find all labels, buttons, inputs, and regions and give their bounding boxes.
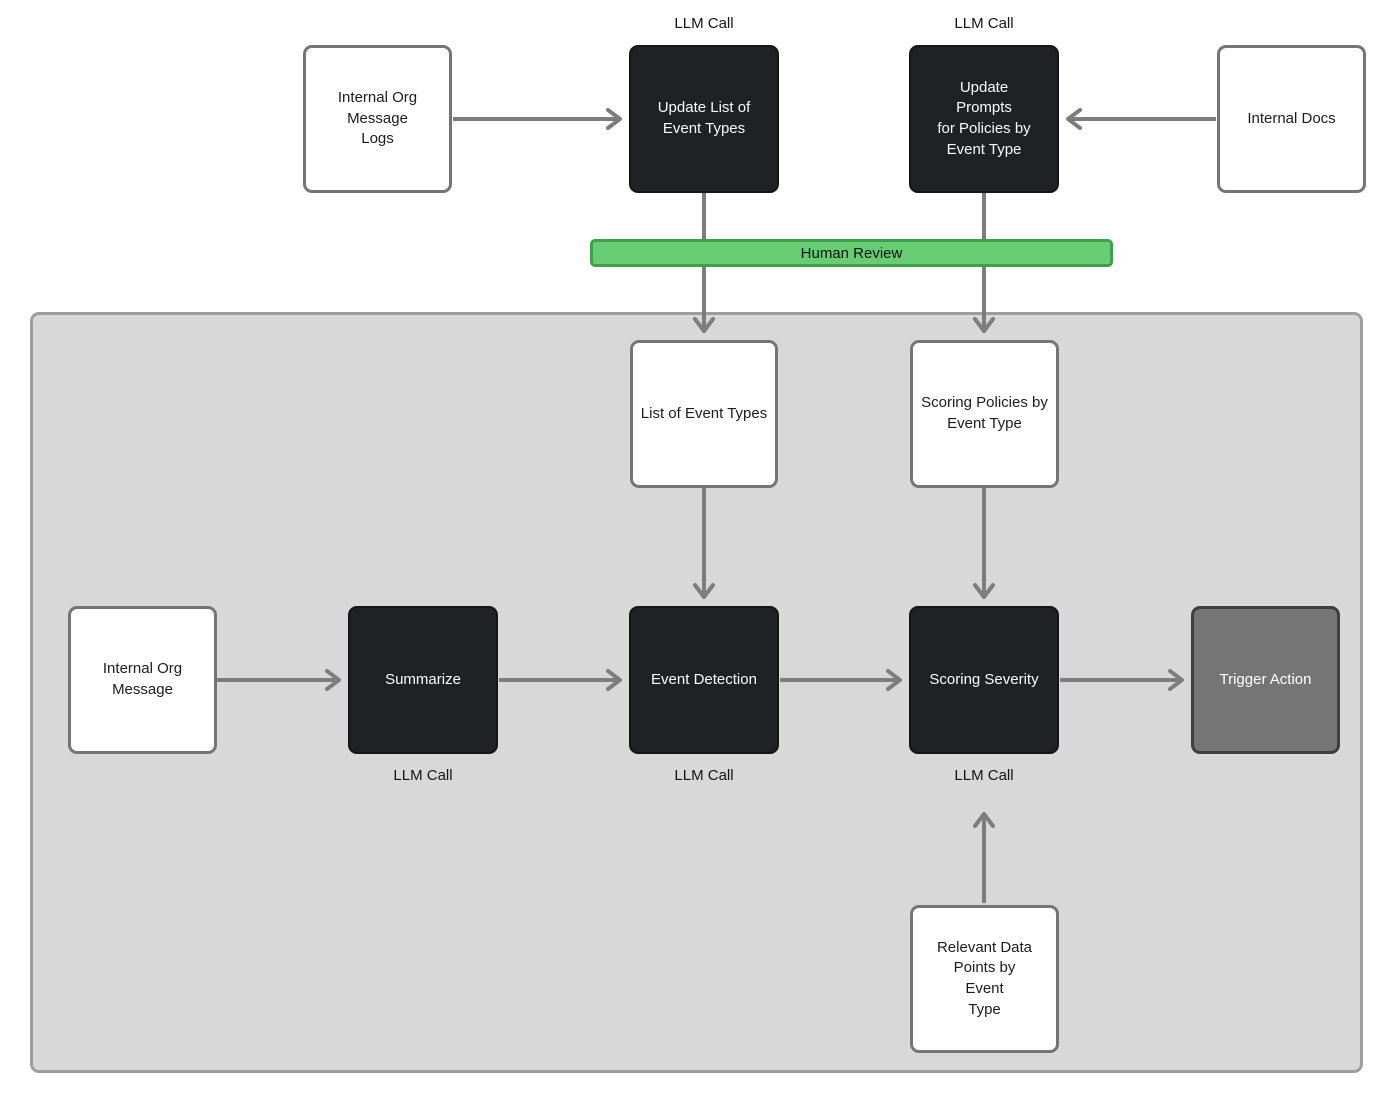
node-trigger-action: Trigger Action [1191,606,1340,754]
node-relevant-data-points: Relevant Data Points by Event Type [910,905,1059,1053]
llm-call-label-summarize: LLM Call [393,767,453,784]
node-update-prompts-for-policies: Update Prompts for Policies by Event Typ… [909,45,1059,193]
llm-call-label-update-list: LLM Call [674,15,734,32]
llm-call-label-scoring-severity: LLM Call [954,767,1014,784]
llm-call-label-event-detection: LLM Call [674,767,734,784]
node-summarize: Summarize [348,606,498,754]
node-update-list-of-event-types: Update List of Event Types [629,45,779,193]
human-review-bar: Human Review [590,239,1113,267]
node-list-of-event-types: List of Event Types [630,340,778,488]
node-internal-org-message-logs: Internal Org Message Logs [303,45,452,193]
node-scoring-policies-by-event-type: Scoring Policies by Event Type [910,340,1059,488]
node-internal-docs: Internal Docs [1217,45,1366,193]
node-scoring-severity: Scoring Severity [909,606,1059,754]
node-internal-org-message: Internal Org Message [68,606,217,754]
llm-call-label-update-prompts: LLM Call [954,15,1014,32]
node-event-detection: Event Detection [629,606,779,754]
